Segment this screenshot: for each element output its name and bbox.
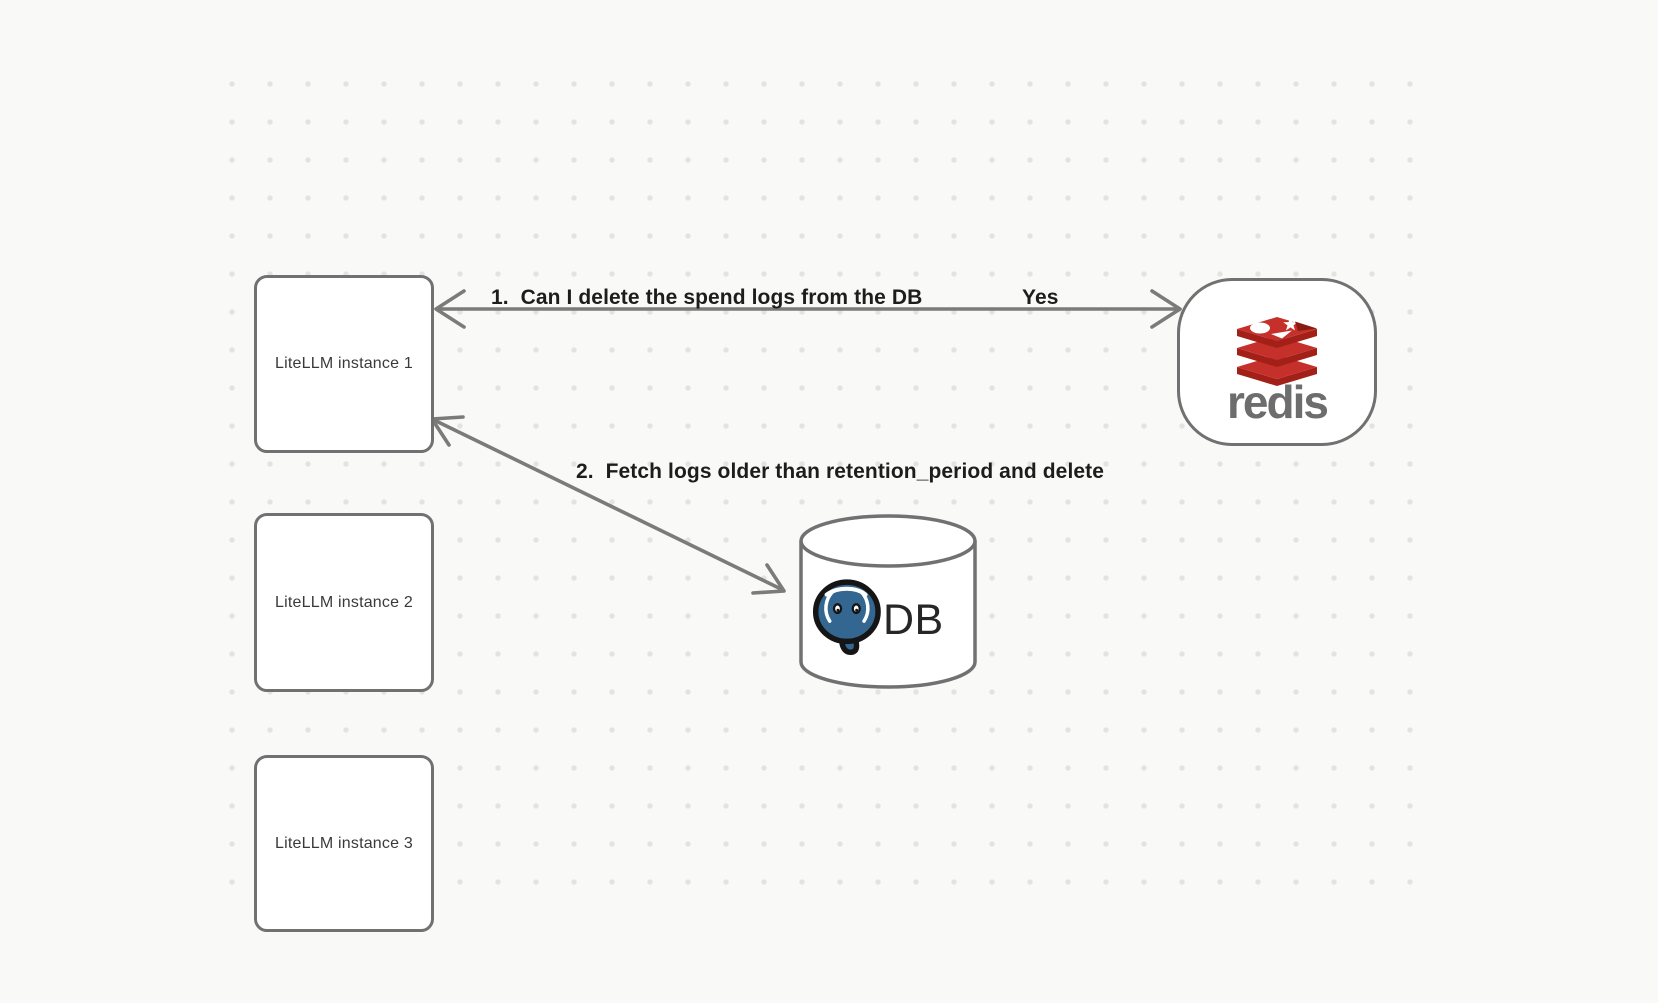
redis-logo-icon <box>1237 317 1317 386</box>
database-cylinder-icon <box>799 514 977 689</box>
database-label: DB <box>883 596 944 644</box>
edge2-arrowhead-bottom <box>751 563 786 595</box>
edge1-double-arrow[interactable] <box>434 289 1182 329</box>
database-node[interactable]: DB <box>797 513 979 689</box>
edge2-line[interactable] <box>432 418 785 592</box>
litellm-instance-3-node[interactable]: LiteLLM instance 3 <box>254 755 434 932</box>
edge1-arrowhead-left <box>434 289 466 329</box>
redis-wordmark: redis <box>1227 376 1329 428</box>
edge1-label: 1. Can I delete the spend logs from the … <box>491 286 923 309</box>
litellm-instance-1-label: LiteLLM instance 1 <box>275 355 413 372</box>
redis-triangle-glyph <box>1271 330 1292 339</box>
postgresql-elephant-icon <box>812 579 881 656</box>
litellm-instance-2-label: LiteLLM instance 2 <box>275 593 413 611</box>
litellm-instance-2-node[interactable]: LiteLLM instance 2 <box>254 513 434 692</box>
redis-star-glyph <box>1283 317 1298 331</box>
redis-notch-glyph <box>1295 321 1317 331</box>
edge1-response-label: Yes <box>1022 286 1059 309</box>
edge1-arrowhead-right <box>1150 289 1182 329</box>
edge2-double-arrow[interactable] <box>430 415 786 595</box>
redis-node[interactable]: redis <box>1177 278 1377 446</box>
litellm-instance-1-node[interactable]: LiteLLM instance 1 <box>254 275 434 453</box>
redis-circle-glyph <box>1250 322 1270 334</box>
litellm-instance-3-label: LiteLLM instance 3 <box>275 834 413 852</box>
edge2-label: 2. Fetch logs older than retention_perio… <box>576 460 1105 483</box>
